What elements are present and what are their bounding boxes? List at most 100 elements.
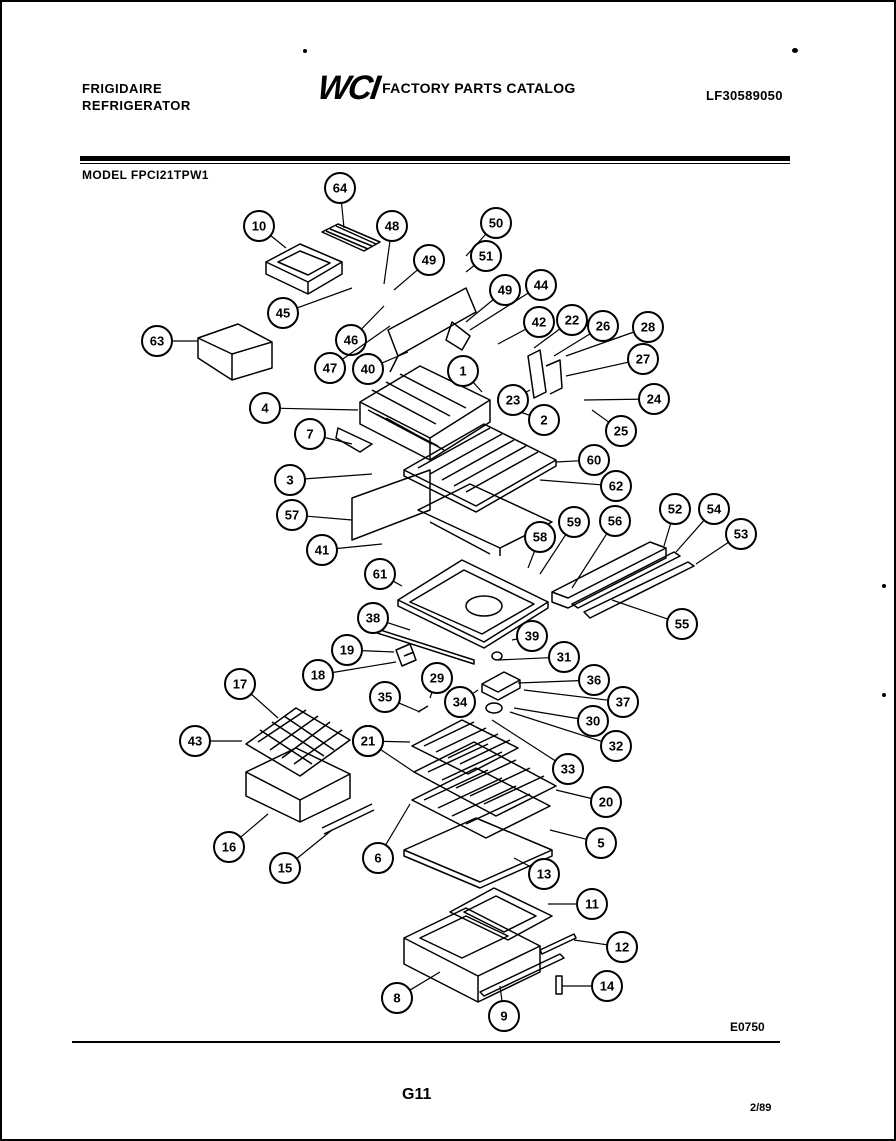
callout-circle [376,210,408,242]
callout-leader-line [360,305,385,330]
callout-63: 63 [141,325,198,357]
callout-number: 18 [311,668,325,683]
shelf-60 [403,423,557,513]
callout-59: 59 [539,506,590,575]
callout-leader-line [324,436,353,445]
callout-7: 7 [294,418,353,450]
catalog-header: WCI FACTORY PARTS CATALOG [315,69,576,107]
callout-leader-line [583,398,640,401]
callout-leader-line [497,657,550,661]
scan-speck [792,48,798,53]
callout-4: 4 [249,392,359,424]
callout-number: 4 [261,401,269,416]
channel-55 [571,551,695,619]
callout-leader-line [571,533,608,589]
callout-43: 43 [179,725,242,757]
callout-circle [599,505,631,537]
callout-circle [528,858,560,890]
callout-circle [552,753,584,785]
callout-number: 63 [150,334,164,349]
callout-31: 31 [497,641,580,673]
callout-circle [269,852,301,884]
callout-circle [331,634,363,666]
callout-leader-line [539,534,567,575]
callout-circle [632,311,664,343]
evaporator-cover-61 [397,559,549,649]
callout-leader-line [279,407,359,411]
callout-13: 13 [513,857,560,890]
callout-52: 52 [659,493,691,547]
callout-48: 48 [376,210,408,285]
crisper-pan-10 [265,243,343,295]
callout-44: 44 [469,269,557,331]
callout-circle [352,725,384,757]
callout-number: 57 [285,508,299,523]
callout-6: 6 [362,803,411,874]
callout-number: 54 [707,502,722,517]
callout-number: 22 [565,313,579,328]
callout-number: 45 [276,306,290,321]
callout-50: 50 [465,207,512,257]
callout-circle [627,343,659,375]
callout-leader-line [240,813,269,838]
callout-circle [413,244,445,276]
thermostat-assembly [417,651,521,714]
callout-circle [249,392,281,424]
callout-circle [480,207,512,239]
callout-number: 30 [586,714,600,729]
callout-number: 58 [533,530,547,545]
callout-number: 21 [361,734,375,749]
callout-51: 51 [465,240,502,273]
callout-leader-line [296,287,353,309]
callout-64: 64 [324,172,356,229]
channel-56 [551,541,667,609]
callout-45: 45 [267,287,353,329]
callout-circle [369,681,401,713]
callout-leader-line [398,702,421,713]
callout-circle [224,668,256,700]
callout-leader-line [513,707,579,720]
callout-leader-line [695,541,729,565]
callout-number: 51 [479,249,493,264]
brand-name: FRIGIDAIRE [82,81,163,96]
catalog-title: FACTORY PARTS CATALOG [382,80,576,96]
rail-38 [373,627,475,665]
callout-number: 44 [534,278,549,293]
callout-20: 20 [555,786,622,818]
callout-circle [605,415,637,447]
callout-number: 17 [233,677,247,692]
callout-leader-line [555,460,580,463]
callout-number: 34 [453,695,468,710]
callout-circle [558,506,590,538]
callout-leader-line [517,680,580,684]
callout-circle [381,982,413,1014]
callout-19: 19 [331,634,395,666]
callout-number: 41 [315,543,329,558]
callout-2: 2 [519,404,560,436]
callout-30: 30 [513,705,609,737]
callout-17: 17 [224,668,279,719]
callout-number: 59 [567,515,581,530]
pin-14 [555,975,563,995]
callout-number: 55 [675,617,689,632]
slide-rail-12 [539,933,577,955]
callout-leader-line [340,202,345,229]
ice-tray-17 [245,707,351,777]
callout-number: 3 [286,473,293,488]
callout-number: 16 [222,840,236,855]
callout-circle [528,404,560,436]
shelf-6 [411,767,551,839]
slide-rail-9 [479,953,565,997]
callout-number: 42 [532,315,546,330]
callout-leader-line [539,479,602,486]
date-code: 2/89 [750,1102,772,1114]
callout-leader-line [523,689,609,701]
callout-number: 24 [647,392,662,407]
callout-number: 37 [616,695,630,710]
callout-15: 15 [269,829,333,884]
glass-shelf-13 [403,817,553,889]
callout-circle [489,274,521,306]
control-housing [387,287,563,399]
callout-circle [525,269,557,301]
callout-number: 56 [608,514,622,529]
